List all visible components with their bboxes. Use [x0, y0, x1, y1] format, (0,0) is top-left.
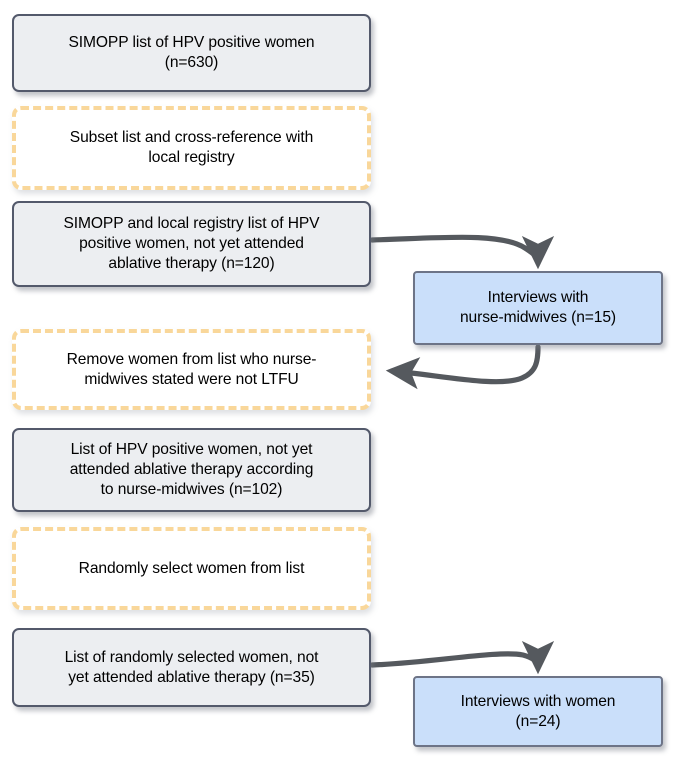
node-label: Subset list and cross-reference with loc… [69, 129, 314, 166]
node-label: SIMOPP list of HPV positive women (n=630… [68, 34, 315, 71]
node-label: Randomly select women from list [78, 559, 305, 577]
node-interviews-women[interactable]: Interviews with women (n=24) [413, 676, 663, 747]
node-label: Interviews with nurse-midwives (n=15) [459, 289, 617, 326]
node-label: List of HPV positive women, not yet atte… [69, 441, 314, 498]
node-subset-cross-reference[interactable]: Subset list and cross-reference with loc… [12, 106, 371, 190]
node-randomly-selected-list[interactable]: List of randomly selected women, not yet… [12, 628, 371, 707]
node-label: Remove women from list who nurse- midwiv… [66, 350, 317, 388]
node-interviews-nurse-midwives[interactable]: Interviews with nurse-midwives (n=15) [413, 271, 663, 345]
node-label: Interviews with women (n=24) [460, 692, 616, 730]
node-label: SIMOPP and local registry list of HPV po… [63, 215, 320, 272]
edge-selected-list-to-women-interviews [369, 640, 555, 675]
node-randomly-select[interactable]: Randomly select women from list [12, 527, 371, 610]
node-remove-not-ltfu[interactable]: Remove women from list who nurse- midwiv… [12, 329, 371, 410]
node-list-per-nurse-midwives[interactable]: List of HPV positive women, not yet atte… [12, 428, 371, 512]
edge-list-to-nurse-interviews [369, 234, 555, 270]
node-label: List of randomly selected women, not yet… [64, 648, 319, 686]
node-simopp-local-registry-list[interactable]: SIMOPP and local registry list of HPV po… [12, 201, 371, 287]
edge-nurse-interviews-to-remove [385, 344, 541, 390]
node-simopp-list[interactable]: SIMOPP list of HPV positive women (n=630… [12, 14, 371, 92]
